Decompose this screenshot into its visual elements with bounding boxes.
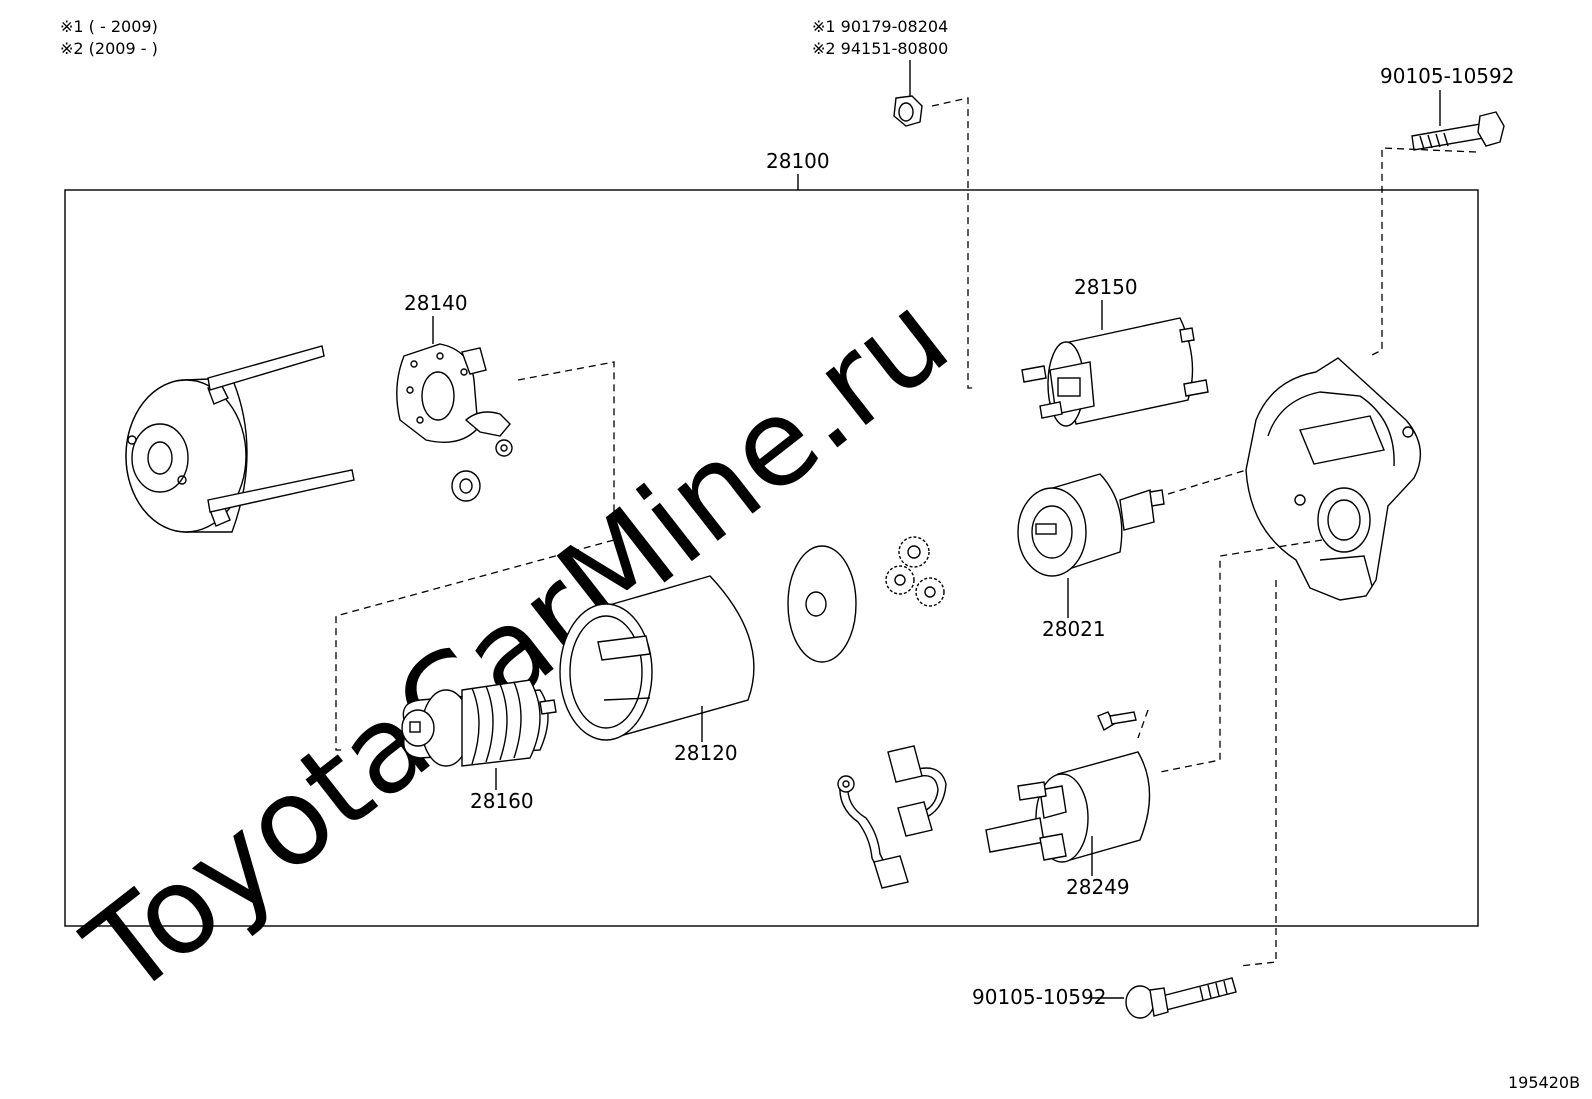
- bolt-bottom-part-number: 90105-10592: [972, 985, 1106, 1009]
- magnetic-switch-icon: [1021, 317, 1209, 427]
- plate-icon: [787, 545, 857, 663]
- nut-part-number-2: ※2 94151-80800: [812, 39, 948, 58]
- bolt-top-part-number: 90105-10592: [1380, 64, 1514, 88]
- note-range-1: ※1 ( - 2009): [60, 17, 158, 36]
- assembly-part-number: 28100: [766, 149, 830, 173]
- bolt-top-dashed-line: [1369, 147, 1477, 357]
- diagram-id: 195420B: [1508, 1073, 1580, 1092]
- armature-icon: [401, 679, 557, 767]
- bolt-bottom-icon: [1125, 977, 1237, 1019]
- magnetic-switch-part-number: 28150: [1074, 275, 1138, 299]
- nut-dashed-line: [931, 97, 974, 389]
- brush-holder-nut-icon: [451, 470, 481, 502]
- solenoid-part-number: 28249: [1066, 875, 1130, 899]
- solenoid-icon: [985, 751, 1151, 863]
- clutch-part-number: 28021: [1042, 617, 1106, 641]
- bolt-top-icon: [1411, 111, 1505, 151]
- bolt-bottom-dashed-line: [1239, 580, 1277, 967]
- brush-holder-icon: [396, 343, 513, 457]
- brush-holder-part-number: 28140: [404, 291, 468, 315]
- planetary-gears-icon: [885, 536, 945, 607]
- nut-top-icon: [893, 95, 923, 127]
- screw-icon: [1097, 711, 1137, 732]
- yoke-icon: [559, 575, 755, 741]
- wire-harness-icon: [837, 745, 947, 889]
- yoke-part-number: 28120: [674, 741, 738, 765]
- armature-part-number: 28160: [470, 789, 534, 813]
- brush-holder-dashed-line: [335, 361, 615, 751]
- starter-housing-icon: [1245, 357, 1422, 601]
- housing-dashed-line: [1159, 539, 1323, 773]
- clutch-icon: [1017, 473, 1165, 577]
- assembly-frame: [64, 189, 1479, 927]
- end-frame-icon: [125, 345, 355, 533]
- screw-dashed-line: [1137, 709, 1149, 739]
- note-range-2: ※2 (2009 - ): [60, 39, 158, 58]
- nut-part-number-1: ※1 90179-08204: [812, 17, 948, 36]
